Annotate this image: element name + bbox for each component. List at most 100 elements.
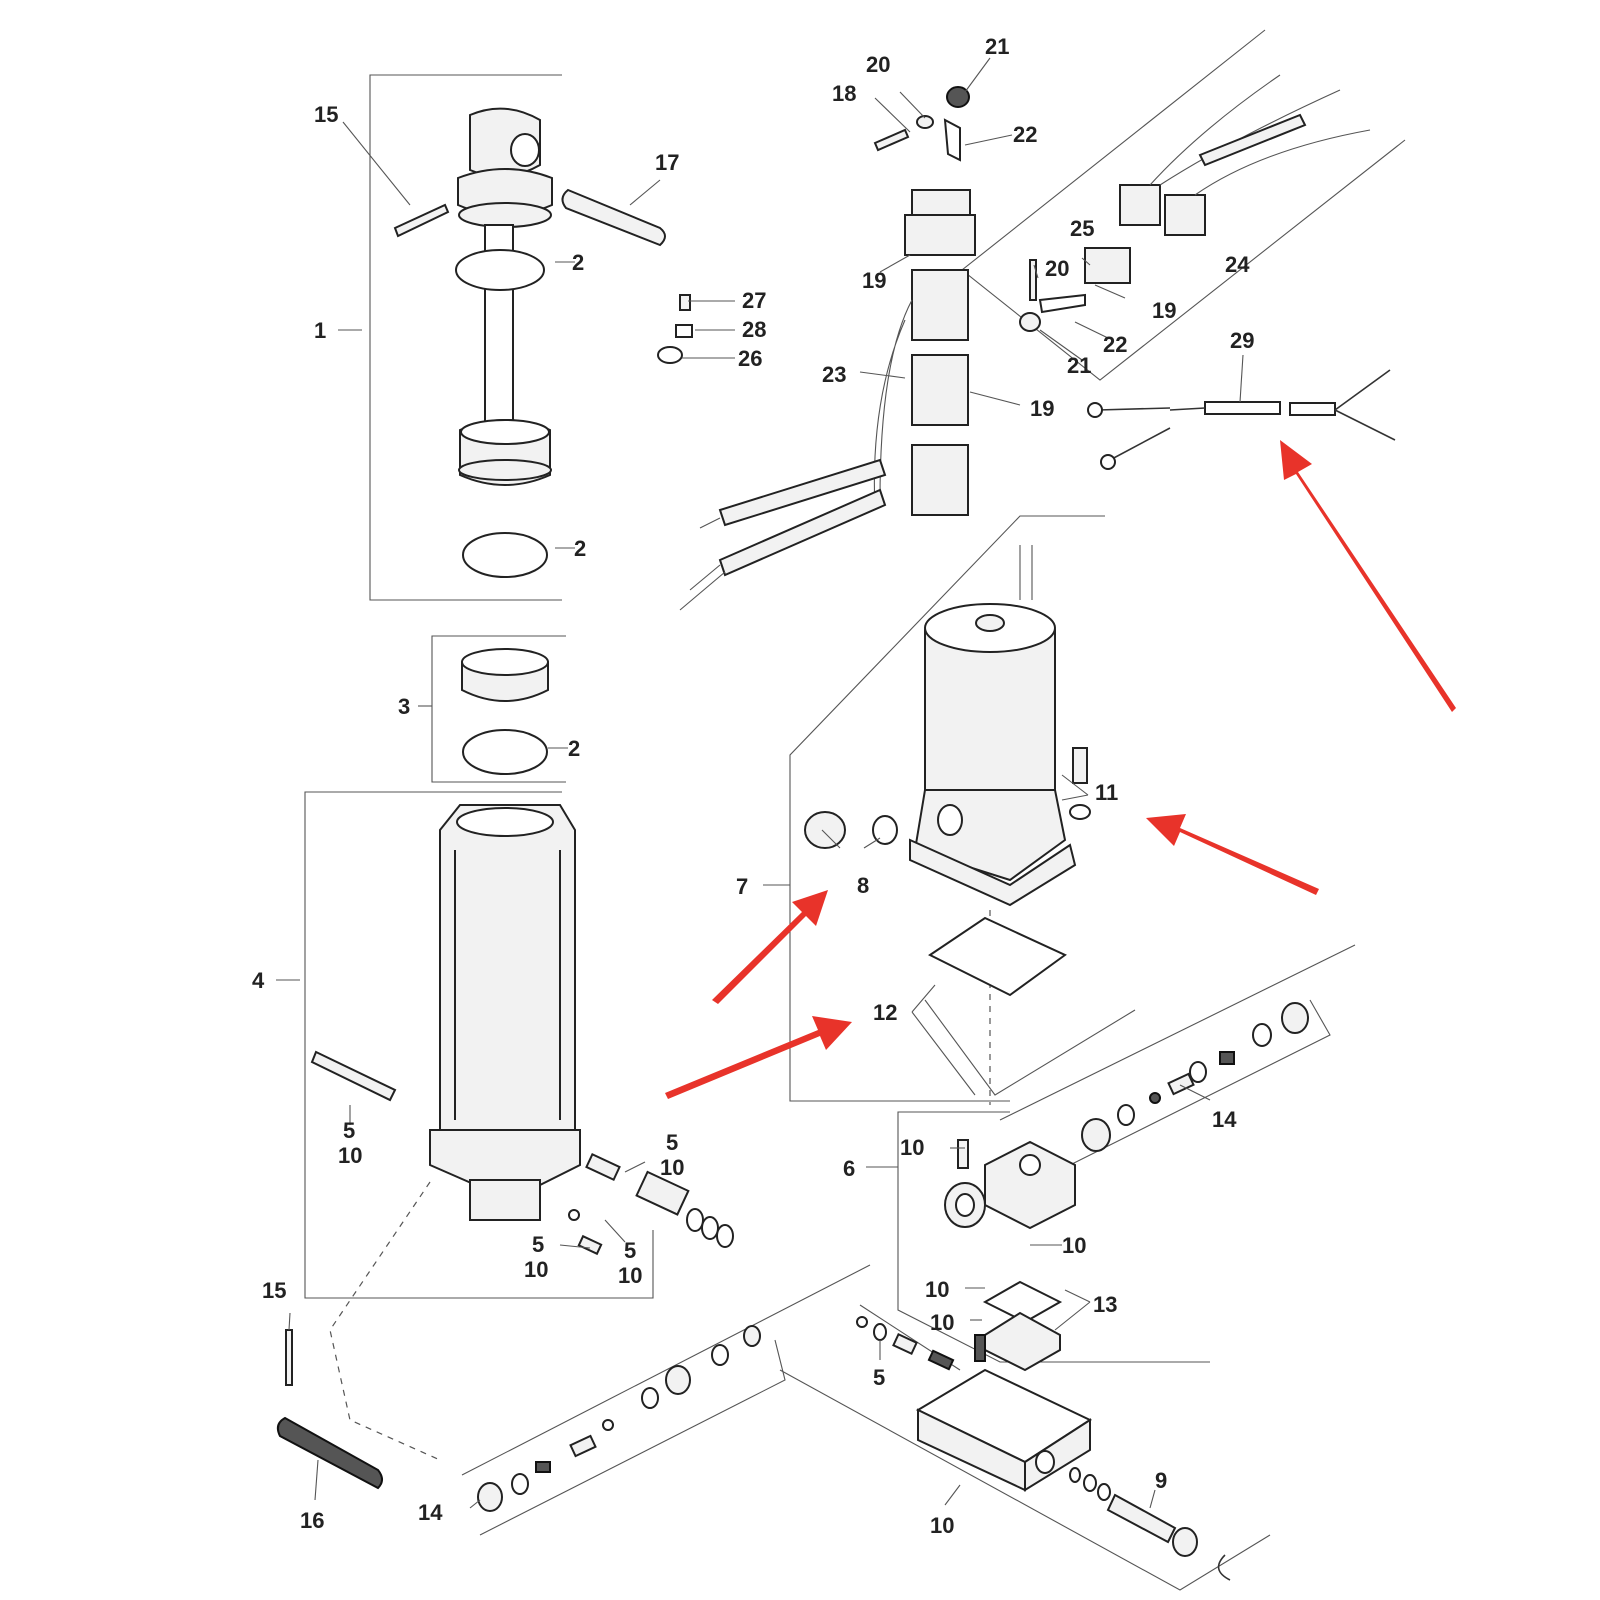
- label-10-pump-top: 10: [900, 1135, 924, 1160]
- label-26: 26: [738, 346, 762, 371]
- label-3: 3: [398, 694, 410, 719]
- valve-parts-5-10: [568, 1152, 734, 1256]
- label-10-plate: 10: [930, 1513, 954, 1538]
- solenoid-25: [1084, 247, 1131, 284]
- label-5-lower: 5: [873, 1365, 885, 1390]
- label-5-bolt: 5: [343, 1118, 355, 1143]
- bolt-5-10: [310, 1050, 397, 1102]
- cable-29: [1087, 369, 1396, 470]
- label-10-pump-lower: 10: [925, 1277, 949, 1302]
- label-10-pump-spring: 10: [930, 1310, 954, 1335]
- frame-1: [369, 74, 562, 601]
- clip-26: [657, 346, 683, 364]
- screw-27: [679, 294, 691, 311]
- label-1: 1: [314, 318, 326, 343]
- label-2-mid: 2: [574, 536, 586, 561]
- pin-17: [561, 188, 666, 247]
- callout-labels: 1 2 2 2 3 4 5 10 5 10 5 10 5 10 15 17 18…: [252, 34, 1254, 1538]
- gasket-12: [928, 916, 1067, 997]
- label-17: 17: [655, 150, 679, 175]
- dash-guide-pin: [924, 999, 1136, 1096]
- label-12: 12: [873, 1000, 897, 1025]
- lower-valve-parts-14: [477, 1325, 761, 1512]
- piston-3: [461, 648, 549, 702]
- label-16: 16: [300, 1508, 324, 1533]
- pump-plate-10: [915, 1368, 1093, 1492]
- pump-motor-7: [909, 545, 1077, 907]
- o-ring-2-lower: [462, 729, 548, 775]
- label-23: 23: [822, 362, 846, 387]
- frame-7: [789, 515, 1105, 1102]
- frame-14-upper: [999, 944, 1356, 1171]
- bracket-22-inset: [1038, 293, 1086, 314]
- label-21-inset: 21: [1067, 353, 1091, 378]
- label-14-lower: 14: [418, 1500, 443, 1525]
- label-19-inset: 19: [1152, 298, 1176, 323]
- label-9: 9: [1155, 1468, 1167, 1493]
- label-10-valve-right: 10: [660, 1155, 684, 1180]
- solenoid-stack-23: [679, 269, 969, 611]
- label-29: 29: [1230, 328, 1254, 353]
- label-10-bolt: 10: [338, 1143, 362, 1168]
- label-28: 28: [742, 317, 766, 342]
- label-13: 13: [1093, 1292, 1117, 1317]
- plug-8: [804, 811, 898, 849]
- label-22-inset: 22: [1103, 332, 1127, 357]
- nut-28: [675, 324, 693, 338]
- pin-16: [276, 1416, 383, 1490]
- label-20-top: 20: [866, 52, 890, 77]
- label-21-top: 21: [985, 34, 1009, 59]
- pump-body-6: [944, 1139, 1076, 1230]
- bushing-20-top: [916, 115, 934, 129]
- label-24: 24: [1225, 252, 1250, 277]
- label-25: 25: [1070, 216, 1094, 241]
- red-arrows: [665, 440, 1456, 1099]
- frame-4: [304, 791, 654, 1299]
- label-4: 4: [252, 968, 265, 993]
- label-2-top: 2: [572, 250, 584, 275]
- solenoid-19-top: [904, 189, 976, 256]
- red-arrow-cable-29: [1280, 440, 1456, 712]
- o-ring-2-top: [455, 249, 545, 291]
- cover-13: [974, 1280, 1063, 1372]
- red-arrow-screw-11: [1146, 814, 1319, 895]
- dash-guide-left: [329, 1181, 441, 1461]
- cylinder-body-4: [429, 804, 581, 1221]
- valve-9: [1069, 1467, 1231, 1581]
- frame-6: [897, 1111, 1210, 1363]
- frame-3: [431, 635, 566, 783]
- grommet-21-top: [946, 86, 970, 108]
- frame-14-lower: [461, 1264, 871, 1536]
- label-10-valve-mid: 10: [618, 1263, 642, 1288]
- label-7: 7: [736, 874, 748, 899]
- label-19-mid: 19: [1030, 396, 1054, 421]
- valve-parts-5-lower: [856, 1316, 955, 1371]
- bolt-15-lower: [285, 1329, 293, 1386]
- label-5-valve-right: 5: [666, 1130, 678, 1155]
- label-19-top: 19: [862, 268, 886, 293]
- trim-rod-assembly: [457, 107, 553, 486]
- leader-lines: [276, 57, 1244, 1509]
- label-14-upper: 14: [1212, 1107, 1237, 1132]
- wiring-harness-24: [1119, 74, 1371, 236]
- label-27: 27: [742, 288, 766, 313]
- o-ring-2-mid: [462, 532, 548, 578]
- label-10-valve-left: 10: [524, 1257, 548, 1282]
- label-15-top: 15: [314, 102, 338, 127]
- upper-valve-parts-14: [1081, 1002, 1309, 1152]
- label-6: 6: [843, 1156, 855, 1181]
- label-18: 18: [832, 81, 856, 106]
- bolt-20-inset: [1029, 259, 1037, 301]
- screw-washer-11: [1069, 747, 1091, 820]
- label-22-top: 22: [1013, 122, 1037, 147]
- bolt-18: [873, 128, 910, 152]
- bolt-15-top: [393, 203, 450, 238]
- label-5-valve-left: 5: [532, 1232, 544, 1257]
- grommet-21-inset: [1019, 312, 1041, 332]
- label-5-valve-mid: 5: [624, 1238, 636, 1263]
- label-11: 11: [1095, 780, 1118, 805]
- bracket-22-top: [943, 118, 961, 162]
- red-arrow-gasket-12: [665, 1016, 852, 1099]
- label-20-inset: 20: [1045, 256, 1069, 281]
